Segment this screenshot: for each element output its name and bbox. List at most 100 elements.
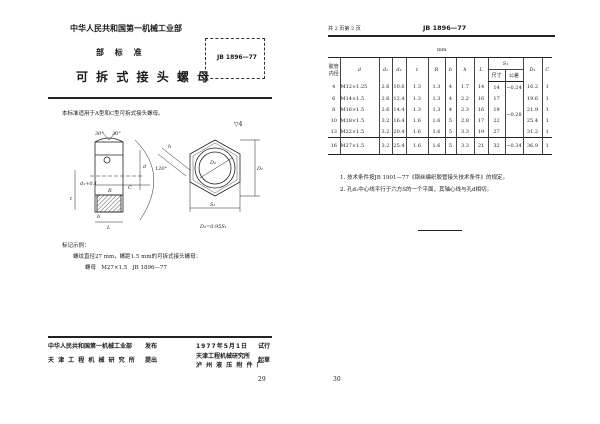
note-2: 2. 孔d₁中心线平行于六方S的一个平面，其轴心线与孔d相切。 <box>340 187 493 193</box>
table-cell: 1.7 <box>455 81 474 93</box>
table-cell: 1.3 <box>405 81 428 93</box>
table-cell: 14 <box>487 81 505 93</box>
table-cell: 25.4 <box>391 137 406 155</box>
table-cell: 21.9 <box>522 104 542 115</box>
table-cell: 1.6 <box>427 126 445 138</box>
col-header-S1: S₁ <box>487 57 523 70</box>
col-header-d: d <box>339 57 379 82</box>
page-number-right: 30 <box>333 376 341 383</box>
table-cell: 5 <box>444 126 456 138</box>
table-cell: M12×1.25 <box>339 81 379 93</box>
table-cell: 2.6 <box>378 93 392 104</box>
table-cell: 1.3 <box>427 93 445 104</box>
standard-code-box: JB 1896—77 <box>205 38 265 79</box>
proposed-label: 提出 <box>145 357 158 364</box>
col-header-d2: d₂ <box>391 57 406 82</box>
label-D2: D₂ <box>209 160 216 166</box>
table-cell: 1 <box>541 81 552 93</box>
col-header-R: R <box>427 57 445 82</box>
label-D1: D₁ <box>256 166 263 172</box>
table-cell: 5 <box>444 115 456 126</box>
table-cell: 4 <box>444 104 456 115</box>
table-cell-tolerance: −0.34 <box>504 137 523 155</box>
label-L: L <box>106 225 111 231</box>
page-number-left: 29 <box>258 376 266 383</box>
table-cell: 2.6 <box>378 104 392 115</box>
table-cell: 27 <box>487 126 505 138</box>
table-cell: 2.2 <box>455 93 474 104</box>
table-cell: 16 <box>473 104 488 115</box>
col-header-tolerance: 公差 <box>504 69 523 82</box>
issued-label: 发布 <box>145 343 158 350</box>
proposed-by: 天 津 工 程 机 械 研 究 所 <box>48 357 136 364</box>
marking-title: 标记示例： <box>62 243 90 249</box>
table-cell: 1.3 <box>405 104 428 115</box>
label-b: b <box>97 214 100 220</box>
col-header-h: h <box>455 57 474 82</box>
table-cell: 19.6 <box>522 93 542 104</box>
scope-text: 本标准适用于A型和C型可拆式接头螺母。 <box>62 111 164 117</box>
label-d1: d₁+0.1 <box>80 181 97 187</box>
angle-label-a: 30° <box>95 131 104 137</box>
table-cell: 3.2 <box>378 126 392 138</box>
document-title: 可 拆 式 接 头 螺 母 <box>76 70 212 84</box>
table-cell: 1.6 <box>405 126 428 138</box>
label-S1: S₁ <box>210 202 215 208</box>
table-cell: 19 <box>473 126 488 138</box>
table-cell: 1.6 <box>405 115 428 126</box>
table-cell: 8 <box>332 106 336 113</box>
table-cell: 1 <box>541 104 552 115</box>
table-cell: 2.3 <box>455 104 474 115</box>
col-header-D1: D₁ <box>522 57 542 82</box>
formula-D2: D₂=0.95S₁ <box>199 224 227 230</box>
table-cell: 1.3 <box>427 104 445 115</box>
table-cell: 1 <box>541 115 552 126</box>
end-rule <box>418 230 462 232</box>
table-cell: 3.3 <box>455 137 474 155</box>
table-cell: 4 <box>332 84 336 91</box>
table-cell: 10 <box>330 117 337 124</box>
col-header-t: t <box>405 57 428 82</box>
table-cell: 14.4 <box>391 104 406 115</box>
table-cell: 14 <box>473 81 488 93</box>
table-cell: 16.4 <box>391 115 406 126</box>
page-info: 共 2 页第 2 页 <box>328 26 361 32</box>
table-cell: 2.6 <box>378 81 392 93</box>
angle-label-b: 30° <box>112 131 121 137</box>
table-cell-tolerance: −0.24 <box>504 81 523 93</box>
marking-example: 螺母 M27×1.5 JB 1896—77 <box>85 265 167 271</box>
table-cell: 10.6 <box>391 81 406 93</box>
table-cell: 5 <box>444 137 456 155</box>
col-header-L: L <box>473 57 488 82</box>
table-cell: M16×1.5 <box>339 104 379 115</box>
roughness-symbol: ▽4 <box>234 121 243 128</box>
table-cell: 1.6 <box>405 137 428 155</box>
label-h: h <box>168 144 171 150</box>
table-cell: 16 <box>473 93 488 104</box>
col-header-d1: d₁ <box>378 57 392 82</box>
label-C: C <box>128 185 132 191</box>
table-cell: 17 <box>473 115 488 126</box>
table-cell: 19 <box>487 104 505 115</box>
standard-level: 部 标 准 <box>96 48 146 57</box>
standard-code-right: JB 1896—77 <box>423 24 467 32</box>
header-rule-right <box>328 35 555 37</box>
table-cell: 22 <box>487 115 505 126</box>
technical-drawing: 30° 30° 120° d₁+0.1 t R C d b L D₂ D₁ S₁… <box>70 131 263 231</box>
table-cell: M22×1.5 <box>339 126 379 138</box>
table-cell: M18×1.5 <box>339 115 379 126</box>
trial-date: 1977年5月1日 <box>196 343 249 350</box>
table-cell: 16 <box>328 137 340 155</box>
table-cell: 3.2 <box>378 115 392 126</box>
table-cell: 17 <box>487 93 505 104</box>
ministry-name: 中华人民共和国第一机械工业部 <box>70 24 182 33</box>
drafter-2: 泸 州 液 压 附 件 厂 <box>196 362 264 369</box>
table-cell: 1.6 <box>427 115 445 126</box>
label-R: R <box>107 188 112 194</box>
header-rule <box>48 97 272 99</box>
angle-label-c: 120° <box>155 166 168 172</box>
table-cell: M27×1.5 <box>339 137 379 155</box>
